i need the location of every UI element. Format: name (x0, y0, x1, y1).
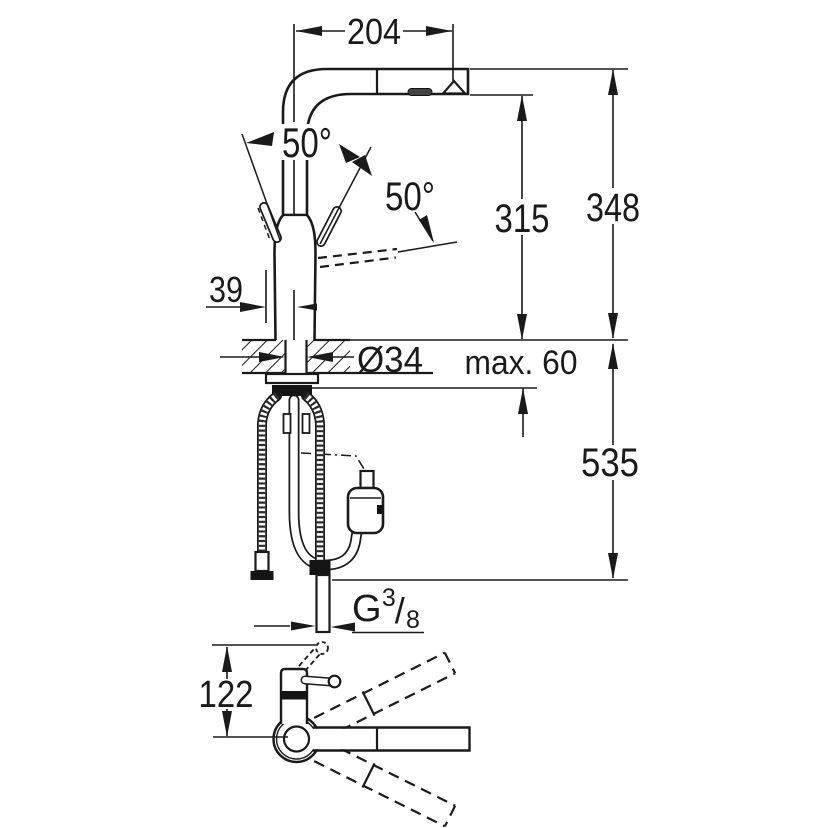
dim-height-outlet: 315 (495, 197, 550, 241)
base-circle-mid (275, 718, 318, 760)
dim-spout-height-side: 122 (199, 674, 254, 716)
faucet-body-fill (274, 215, 316, 340)
dimension-lines (206, 24, 628, 738)
connector-nipple-right (301, 413, 311, 434)
faucet-shank (284, 340, 308, 373)
dim-hole-diameter: Ø34 (357, 339, 423, 380)
hose-counterweight (346, 469, 385, 535)
dimension-labels: 204 50° 50° 315 348 39 Ø34 max. 60 535 G… (199, 11, 641, 716)
swivel-range-view (272, 641, 471, 828)
hose-path-centerline (300, 452, 365, 470)
label-masks (199, 124, 640, 709)
dim-max-counter-thickness: max. 60 (465, 344, 578, 382)
thread-connection-tube (315, 573, 331, 634)
dim-handle-angle-back: 50° (282, 119, 332, 166)
handle-open-position (317, 241, 458, 269)
dim-hose-length: 535 (581, 441, 639, 485)
dim-thread-size: G 3 / 8 (352, 584, 420, 634)
connector-nipple-left (282, 413, 292, 434)
dim-handle-angle-front: 50° (385, 175, 435, 219)
dim-spout-reach: 204 (347, 11, 401, 52)
spray-button (407, 88, 433, 96)
faucet-spout (281, 67, 470, 217)
hose-fitting (309, 560, 331, 575)
lever-side-solid (300, 674, 342, 689)
lever-side-raised (298, 641, 329, 672)
supply-hose-right (301, 391, 331, 634)
base-circle-inner (282, 725, 311, 753)
spout-side-solid (313, 726, 471, 752)
aerator-triangle (440, 79, 468, 95)
spout-swivel-down (313, 739, 457, 828)
supply-hose-left (250, 391, 282, 580)
dim-body-width: 39 (209, 269, 243, 310)
mounting-nut (272, 385, 312, 396)
under-counter-assembly (250, 372, 385, 634)
handle-back-position (257, 202, 282, 243)
mounting-washer (264, 372, 320, 385)
dim-height-top: 348 (586, 186, 640, 230)
